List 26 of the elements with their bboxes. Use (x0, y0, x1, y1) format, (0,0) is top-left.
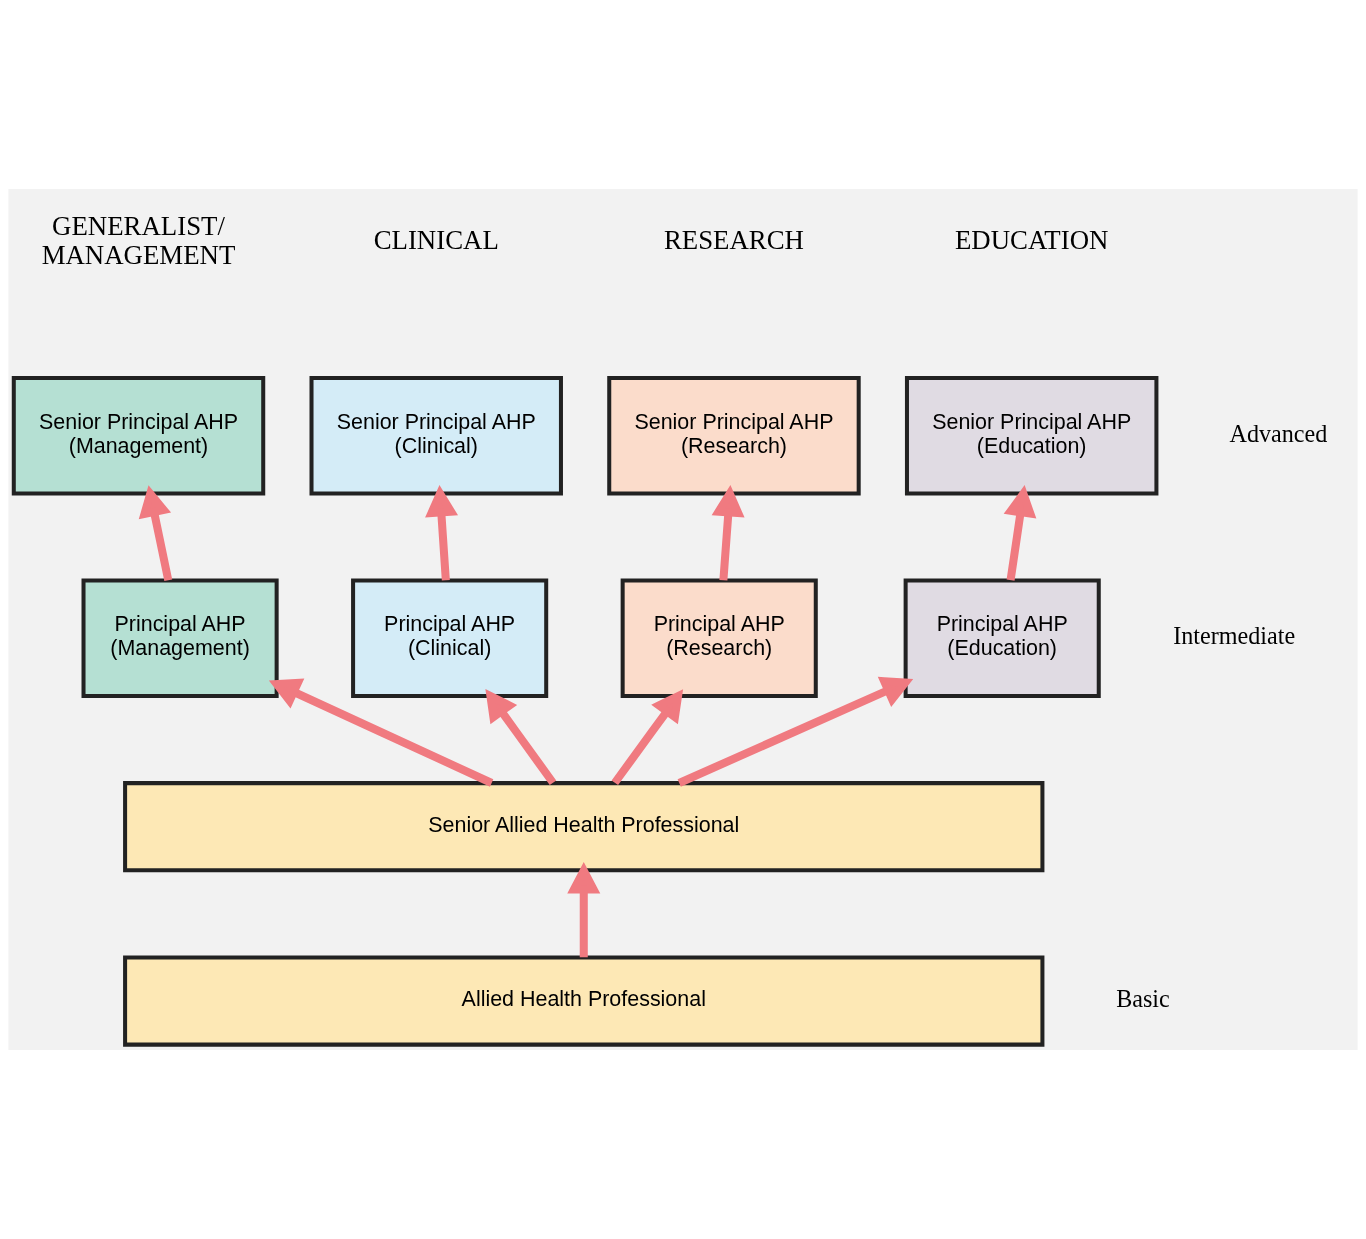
node-box: Principal AHP (Management) (81, 578, 279, 698)
arrow (1003, 485, 1037, 581)
node-box: Principal AHP (Clinical) (351, 578, 549, 698)
arrow (425, 485, 459, 581)
arrow (677, 676, 914, 787)
label: RESEARCH (663, 225, 804, 256)
label: Advanced (1229, 419, 1328, 447)
arrow (567, 861, 601, 958)
node-box: Principal AHP (Education) (903, 578, 1101, 698)
node-box: Senior Principal AHP (Clinical) (309, 376, 563, 496)
node-box: Senior Principal AHP (Research) (607, 376, 861, 496)
arrow (485, 689, 557, 786)
label: GENERALIST/ MANAGEMENT (41, 210, 236, 271)
node-box: Senior Allied Health Professional (123, 781, 1045, 873)
node-box: Senior Principal AHP (Education) (904, 376, 1159, 496)
arrow (138, 485, 173, 582)
arrow (611, 689, 684, 786)
label: EDUCATION (954, 225, 1109, 256)
arrow (268, 678, 494, 787)
node-box: Allied Health Professional (123, 955, 1045, 1047)
node-box: Senior Principal AHP (Management) (11, 376, 266, 496)
arrow (711, 485, 745, 581)
label: Basic (1116, 984, 1170, 1012)
label: Intermediate (1173, 622, 1296, 650)
label: CLINICAL (373, 225, 499, 256)
node-box: Principal AHP (Research) (620, 578, 818, 698)
